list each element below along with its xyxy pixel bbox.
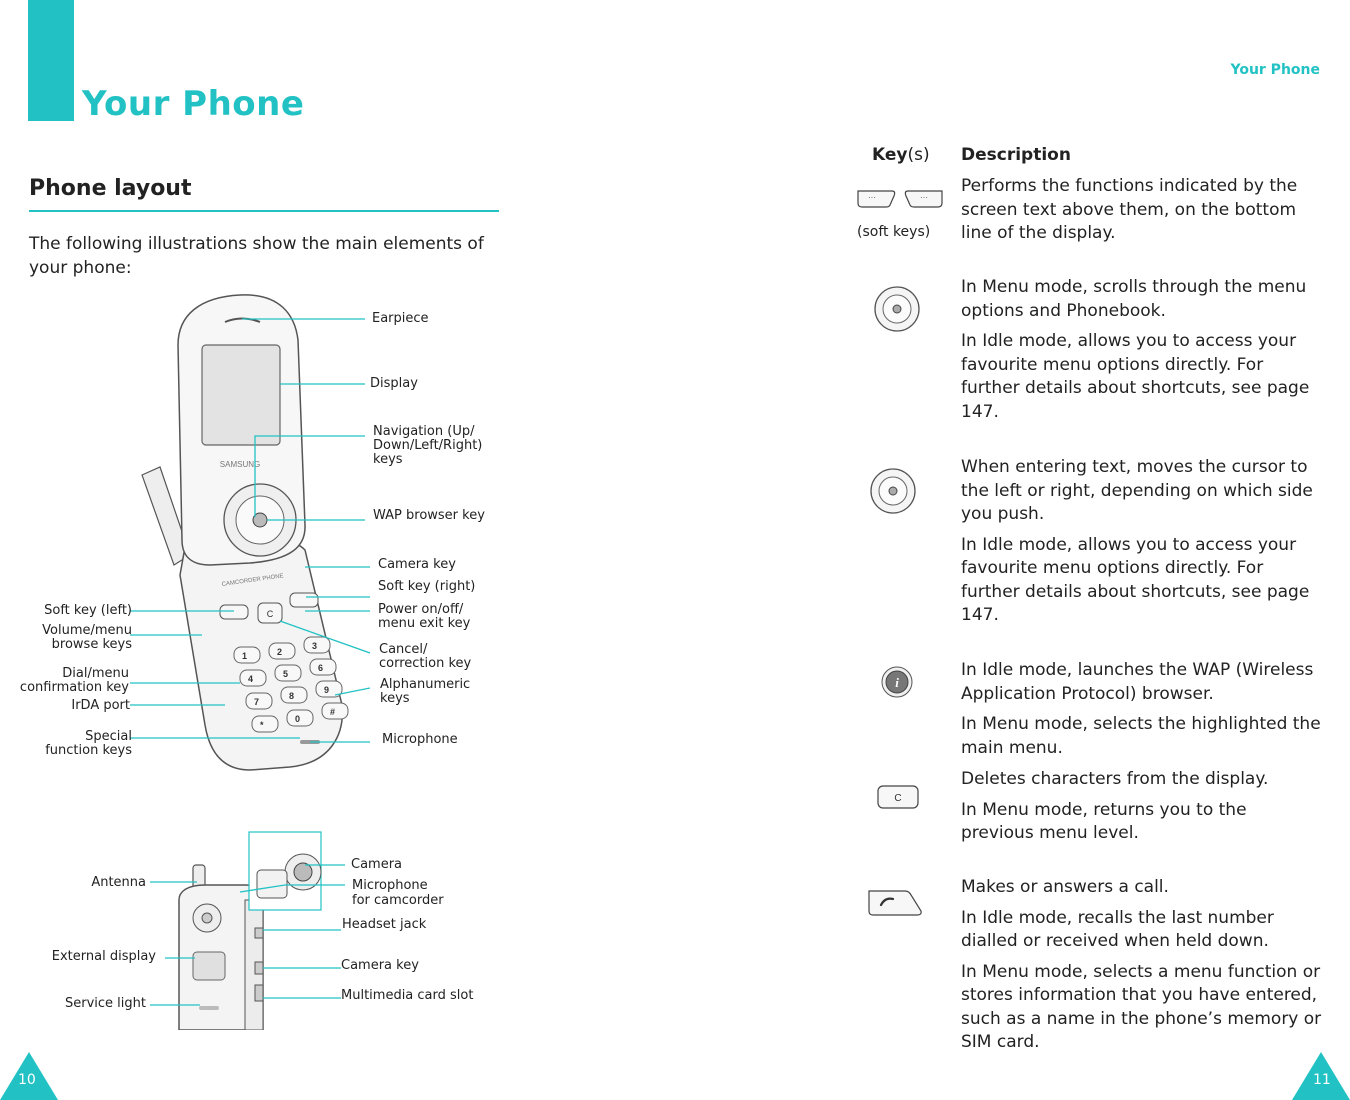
keypad-key: 7	[254, 697, 259, 707]
keypad-key: 1	[242, 651, 247, 661]
label-navigation-2: Down/Left/Right)	[373, 438, 483, 453]
navigation-key-icon	[874, 286, 920, 332]
label-special-keys-2: function keys	[45, 743, 132, 758]
keypad-key: 4	[248, 674, 253, 684]
title-accent-bar	[28, 0, 74, 121]
keypad-key: 2	[277, 647, 282, 657]
label-external-display: External display	[51, 949, 156, 964]
label-display: Display	[370, 376, 418, 391]
label-mic-camcorder-1: Microphone	[352, 878, 428, 893]
label-alphanumeric-2: keys	[380, 691, 410, 706]
label-volume-1: Volume/menu	[42, 623, 132, 638]
description-wap-key: In Idle mode, launches the WAP (Wireless…	[961, 660, 1321, 758]
keypad-key: 8	[289, 691, 294, 701]
cancel-key-letter: C	[894, 793, 901, 804]
intro-text: The following illustrations show the mai…	[29, 234, 484, 278]
label-power-key-1: Power on/off/	[378, 602, 464, 617]
wap-key-icon: i	[881, 666, 913, 698]
phone-front-illustration: SAMSUNG CAMCORDER PHONE C 1 2 3 4 5 6 7 …	[130, 294, 370, 771]
label-side-camera-key: Camera key	[341, 958, 419, 973]
label-mic-camcorder-2: for camcorder	[352, 893, 444, 908]
navigation-key-icon	[870, 468, 916, 514]
cancel-key-icon: C	[877, 785, 919, 809]
description-dial-key: Makes or answers a call. In Idle mode, r…	[961, 877, 1322, 1052]
phone-back-illustration	[150, 831, 345, 1030]
label-navigation-1: Navigation (Up/	[373, 424, 475, 439]
svg-text:···: ···	[868, 193, 876, 202]
label-power-key-2: menu exit key	[378, 616, 471, 631]
label-soft-key-left: Soft key (left)	[44, 603, 132, 618]
label-volume-2: browse keys	[51, 637, 132, 652]
label-camera-key: Camera key	[378, 557, 456, 572]
page-number-right: 11	[1313, 1072, 1331, 1088]
column-header-key: Key(s)	[872, 145, 930, 165]
svg-text:i: i	[895, 675, 899, 690]
description-soft-keys: Performs the functions indicated by the …	[961, 176, 1298, 243]
label-earpiece: Earpiece	[372, 311, 429, 326]
label-cancel-key-1: Cancel/	[379, 642, 428, 657]
description-navigation-menu: In Menu mode, scrolls through the menu o…	[961, 277, 1310, 422]
page-number-badge-left	[0, 1052, 58, 1100]
label-antenna: Antenna	[91, 875, 146, 890]
soft-keys-caption: (soft keys)	[857, 224, 931, 240]
label-wap-browser-key: WAP browser key	[373, 508, 485, 523]
label-microphone: Microphone	[382, 732, 458, 747]
label-special-keys-1: Special	[85, 729, 132, 744]
column-header-description: Description	[961, 145, 1071, 165]
label-headset-jack: Headset jack	[342, 917, 427, 932]
section-rule	[29, 210, 499, 212]
dial-key-icon	[868, 890, 922, 916]
page-number-badge-right	[1292, 1052, 1350, 1100]
label-soft-key-right: Soft key (right)	[378, 579, 476, 594]
section-title: Phone layout	[29, 176, 192, 201]
keypad-key: 3	[312, 641, 317, 651]
label-alphanumeric-1: Alphanumeric	[380, 677, 471, 692]
page-title: Your Phone	[82, 84, 305, 124]
label-multimedia-card-slot: Multimedia card slot	[341, 988, 474, 1003]
description-navigation-text: When entering text, moves the cursor to …	[961, 457, 1313, 625]
keypad-key: 0	[295, 714, 300, 724]
svg-text:···: ···	[920, 193, 928, 202]
label-irda-port: IrDA port	[71, 698, 130, 713]
description-cancel-key: Deletes characters from the display. In …	[961, 769, 1269, 843]
page-number-left: 10	[18, 1072, 36, 1088]
keypad-key: 5	[283, 669, 288, 679]
label-dial-key-1: Dial/menu	[62, 666, 129, 681]
c-key-illustration: C	[267, 609, 274, 619]
label-navigation-3: keys	[373, 452, 403, 467]
keypad-key: 9	[324, 685, 329, 695]
running-header: Your Phone	[1230, 62, 1320, 78]
keypad-key: #	[330, 707, 335, 717]
soft-keys-icon: ··· ···	[857, 190, 943, 208]
label-camera: Camera	[351, 857, 403, 872]
brand-logo-front: SAMSUNG	[220, 460, 260, 469]
keypad-key: 6	[318, 663, 323, 673]
label-service-light: Service light	[65, 996, 146, 1011]
keypad-key: *	[260, 720, 264, 730]
label-dial-key-2: confirmation key	[19, 680, 129, 695]
label-cancel-key-2: correction key	[379, 656, 472, 671]
